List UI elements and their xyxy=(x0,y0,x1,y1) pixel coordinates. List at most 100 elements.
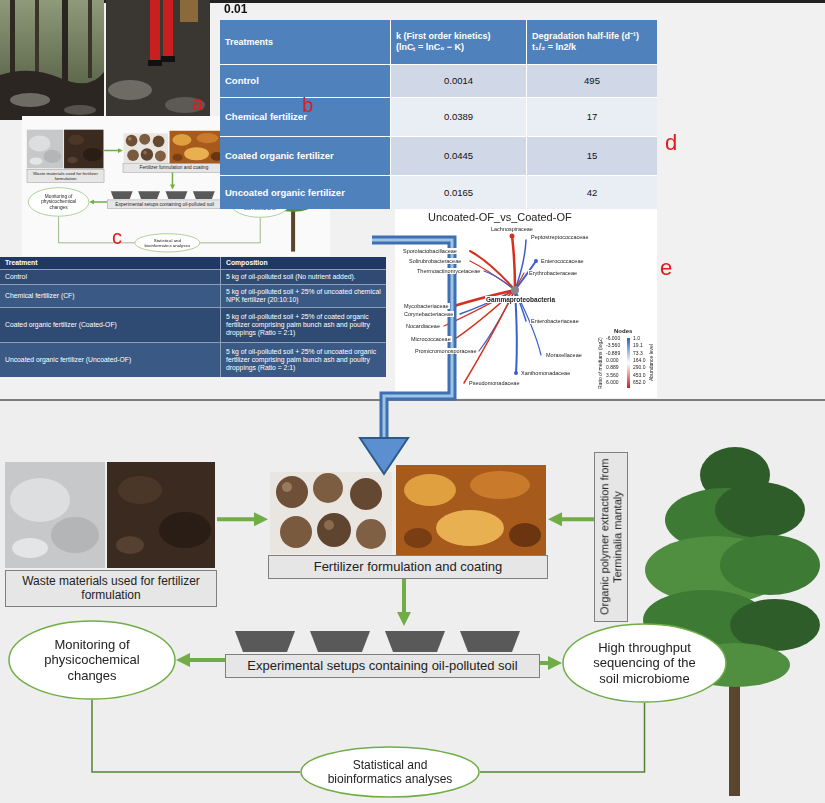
process-ellipse: Statistical and bioinformatics analyses xyxy=(300,746,480,798)
process-box: Waste materials used for fertilizer form… xyxy=(5,458,217,607)
taxon-label: Promicromonosporaceae xyxy=(414,348,477,354)
table-text: 42 xyxy=(532,187,652,198)
flow-arrow xyxy=(92,201,107,202)
taxon-label: Enterococcaceae xyxy=(540,258,585,264)
table-cell: Coated organic fertilizer (Coated-OF) xyxy=(0,308,220,342)
taxon-label: Lachnospiraceae xyxy=(490,226,534,232)
table-text: 0.0445 xyxy=(396,150,521,161)
table-text: Control xyxy=(225,75,385,86)
illustration-part xyxy=(484,271,515,290)
illustration-part xyxy=(10,0,15,80)
node-label: High throughput sequencing of the soil m… xyxy=(582,640,707,687)
taxon-label: Xanthomonadaceae xyxy=(520,370,571,376)
illustration-part xyxy=(0,0,104,120)
table-cell: 17 xyxy=(527,98,657,136)
process-box: Fertilizer formulation and coating xyxy=(123,129,225,172)
legend-value: 3.560 xyxy=(606,373,619,379)
process-box: Waste materials used for fertilizer form… xyxy=(27,128,104,182)
table-cell: k (First order kinetics)(lnCₜ = lnC₀ − K… xyxy=(391,20,526,64)
illustration-part xyxy=(627,338,630,388)
table-cell: 42 xyxy=(527,176,657,209)
legend-value: 1.0 xyxy=(633,336,640,342)
table-cell: 0.0165 xyxy=(391,176,526,209)
zoom-arrow-head xyxy=(360,438,408,474)
legend-value: 290.0 xyxy=(633,365,646,371)
legend-value: -0.889 xyxy=(606,351,620,357)
table-cell: Control xyxy=(0,270,220,284)
bottom-panel xyxy=(0,401,825,803)
table-text: Chemical fertilizer (CF) xyxy=(5,292,215,300)
flow-arrow xyxy=(104,150,120,151)
table-cell: Uncoated organic fertilizer (Uncoated-OF… xyxy=(0,343,220,377)
chart-title: Uncoated-OF_vs_Coated-OF xyxy=(428,211,572,224)
table-cell: Chemical fertilizer (CF) xyxy=(0,285,220,307)
ellipse-shape xyxy=(563,624,726,702)
taxon-label: Moraxellaceae xyxy=(545,352,583,358)
illustration-part xyxy=(88,0,92,78)
process-box: Experimental setups containing oil-pollu… xyxy=(107,190,222,209)
node-label: Experimental setups containing oil-pollu… xyxy=(107,200,222,209)
taxon-label: Gammaproteobacteria xyxy=(485,296,556,303)
node-label: Statistical and bioinformatics analyses xyxy=(320,758,460,787)
illustration-part xyxy=(512,236,515,290)
table-text: 5 kg of oil-polluted soil + 25% of uncoa… xyxy=(226,348,381,372)
panel-letter: c xyxy=(112,226,122,249)
field-photo xyxy=(0,0,210,120)
ellipse-shape xyxy=(9,621,175,699)
taxon-label: Enterobacteriaceae xyxy=(530,318,580,324)
table-text: 0.0165 xyxy=(396,187,521,198)
illustration-part xyxy=(148,60,162,66)
legend-value: -6.000 xyxy=(606,336,620,342)
table-cell: Degradation half-life (d⁻¹)t₁/₂ = ln2/k xyxy=(527,20,657,64)
table-cell: Uncoated organic fertilizer xyxy=(220,176,390,209)
legend-value: 0.889 xyxy=(606,365,619,371)
table-text: Treatments xyxy=(225,37,385,48)
process-ellipse: Statistical and bioinformatics analyses xyxy=(135,233,201,252)
illustration-part xyxy=(515,290,526,321)
legend-value: 164.0 xyxy=(633,358,646,364)
taxon-label: Mycobacteriaceae xyxy=(403,303,450,309)
process-ellipse: High throughput sequencing of the soil m… xyxy=(562,623,727,703)
flow-line xyxy=(200,218,260,243)
panel-letter: b xyxy=(302,94,313,117)
main-flowchart: Waste materials used for fertilizer form… xyxy=(0,430,825,803)
legend-axis: Ratio of medians (log2) xyxy=(598,337,604,389)
legend-value: 453.0 xyxy=(633,373,646,379)
taxon-label: Corynebacteriaceae xyxy=(403,311,454,317)
table-text: Coated organic fertilizer xyxy=(225,150,385,161)
panel-letter: e xyxy=(660,255,672,280)
flow-arrow xyxy=(184,658,225,662)
legend-value: 652.0 xyxy=(633,380,646,386)
ellipse-shape xyxy=(28,188,89,216)
taxon-label: Sporolactobacillaceae xyxy=(402,248,458,254)
table-text: 15 xyxy=(532,150,652,161)
illustration-part xyxy=(35,0,39,75)
node-label: Fertilizer formulation and coating xyxy=(123,164,225,173)
table-cell: Treatments xyxy=(220,20,390,64)
illustration-part xyxy=(161,56,175,62)
table-text: Coated organic fertilizer (Coated-OF) xyxy=(5,321,215,329)
illustration-part xyxy=(108,80,152,100)
illustration-part xyxy=(464,290,515,383)
legend-value: -3.560 xyxy=(606,343,620,349)
panel-letter: a xyxy=(192,92,203,115)
taxon-label: Pseudomonadaceae xyxy=(468,380,520,386)
taxon-label: Erythrobacteraceae xyxy=(528,270,578,276)
table-cell: Control xyxy=(220,65,390,97)
table-text: t₁/₂ = ln2/k xyxy=(532,42,652,53)
table-cell: Treatment xyxy=(0,257,220,269)
illustration-part xyxy=(514,371,518,375)
taxon-label: Peptostreptococcaceae xyxy=(530,234,589,240)
table-text: Composition xyxy=(226,259,381,267)
table-text: Uncoated organic fertilizer xyxy=(225,187,385,198)
table-cell: 5 kg of oil-polluted soil + 25% of coate… xyxy=(221,308,386,342)
table-cell: 5 kg of oil-polluted soil (No nutrient a… xyxy=(221,270,386,284)
node-label: Waste materials used for fertilizer form… xyxy=(27,169,104,182)
legend-value: 19.1 xyxy=(633,343,643,349)
table-cell: 0.0014 xyxy=(391,65,526,97)
table-cell: Composition xyxy=(221,257,386,269)
table-text: k (First order kinetics) xyxy=(396,31,521,42)
flow-arrow xyxy=(556,517,594,521)
process-box: Fertilizer formulation and coating xyxy=(268,460,548,579)
